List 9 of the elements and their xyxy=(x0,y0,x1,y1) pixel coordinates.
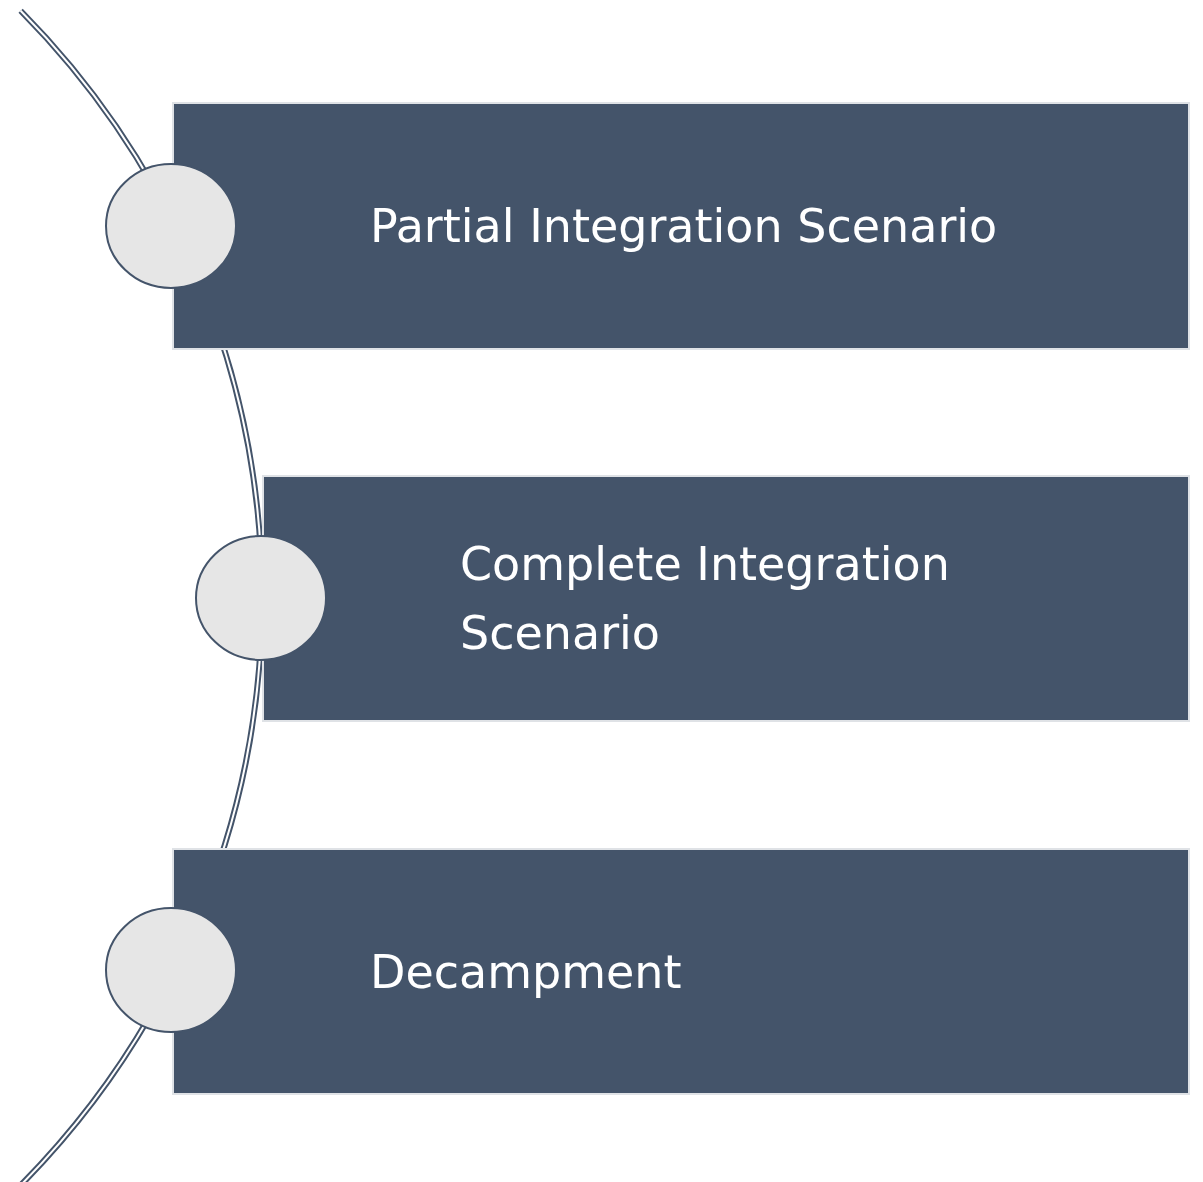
scenario-box xyxy=(172,102,1190,350)
bullet-circle xyxy=(105,907,237,1033)
scenario-box xyxy=(262,475,1190,722)
bullet-circle xyxy=(195,535,327,661)
scenario-box xyxy=(172,848,1190,1095)
scenario-label: Decampment xyxy=(370,943,683,1000)
scenario-label: Complete Integration Scenario xyxy=(460,535,951,662)
scenario-label: Partial Integration Scenario xyxy=(370,197,999,255)
bullet-circle xyxy=(105,163,237,289)
